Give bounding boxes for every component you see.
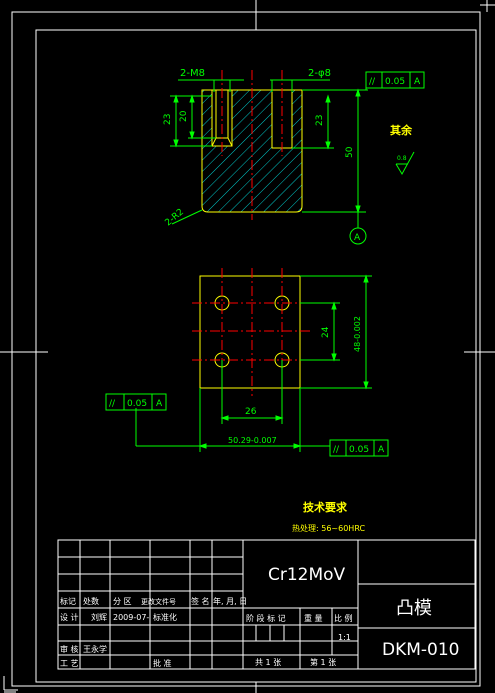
plan-dim-inner-h: 24 — [321, 326, 331, 338]
stage-header: 阶 段 标 记 — [246, 613, 286, 623]
std-label: 标准化 — [153, 612, 177, 622]
depth-right: 23 — [315, 115, 325, 126]
material-text: Cr12MoV — [268, 565, 346, 585]
rev-header-0: 标记 — [60, 596, 76, 606]
roughness-label: 其余 — [390, 123, 413, 137]
review-label: 审 核 — [60, 644, 79, 654]
tol-bottom-datum: A — [378, 445, 385, 455]
height-dim: 50 — [345, 146, 355, 158]
designer-name: 刘辉 — [91, 612, 107, 622]
notes-title: 技术要求 — [303, 500, 348, 514]
tolerance-frame-left: // 0.05 A — [105, 393, 167, 411]
datum-letter: A — [354, 233, 361, 243]
title-block — [57, 539, 476, 670]
roughness-value: 0.8 — [397, 155, 407, 162]
tol-top-sym: // — [369, 77, 376, 87]
roughness-note: 其余 0.8 — [390, 123, 415, 176]
rev-header-2: 分 区 — [113, 597, 132, 606]
depth-left-outer: 23 — [163, 114, 173, 125]
tolerance-frame-bottom: // 0.05 A — [329, 439, 389, 457]
hole-thread-label: 2-M8 — [180, 68, 205, 79]
section-dimensions — [170, 78, 368, 228]
plan-dim-inner-w: 26 — [245, 407, 257, 417]
corner-ticks — [480, 0, 495, 12]
tol-top-value: 0.05 — [385, 77, 405, 87]
approve-label: 批 准 — [153, 658, 172, 668]
design-label: 设 计 — [60, 612, 79, 622]
sheets-total: 共 1 张 — [255, 658, 281, 667]
part-name: 凸模 — [396, 598, 432, 619]
rev-header-5: 年, 月, 日 — [213, 596, 247, 606]
depth-left-inner: 20 — [179, 110, 189, 122]
plan-dim-outer-w: 50.29-0.007 — [228, 436, 277, 445]
part-outline — [201, 89, 303, 213]
sheet-number: 第 1 张 — [310, 657, 336, 667]
section-center-lines — [221, 70, 283, 220]
notes-line1: 热处理: 56~60HRC — [292, 523, 365, 533]
rev-header-1: 处数 — [83, 596, 99, 606]
drawing-number: DKM-010 — [382, 640, 460, 660]
tol-bottom-value: 0.05 — [349, 445, 369, 455]
tol-bottom-sym: // — [333, 445, 340, 455]
scale-value: 1:1 — [338, 633, 351, 642]
tol-top-datum: A — [414, 77, 421, 87]
rev-header-3: 更改文件号 — [141, 597, 176, 606]
plan-view — [192, 268, 312, 396]
chamfer-label: 2-R2 — [164, 207, 186, 228]
section-view — [201, 70, 303, 220]
plan-dim-outer-h: 48-0.002 — [353, 316, 362, 352]
rev-header-4: 签 名 — [191, 596, 210, 606]
scale-header: 比 例 — [334, 613, 353, 623]
tol-left-datum: A — [156, 399, 163, 409]
hole-pin-label: 2-φ8 — [308, 68, 331, 79]
tol-left-value: 0.05 — [127, 399, 147, 409]
reviewer-name: 王永学 — [83, 644, 107, 654]
plan-dimensions — [135, 274, 372, 452]
ucs-icon — [3, 676, 18, 691]
datum-symbol: A — [349, 227, 367, 245]
weight-header: 重 量 — [304, 613, 323, 623]
process-label: 工 艺 — [60, 659, 79, 668]
tol-left-sym: // — [109, 399, 116, 409]
tolerance-frame-top: // 0.05 A — [365, 71, 425, 89]
design-date: 2009-07- — [113, 613, 149, 622]
